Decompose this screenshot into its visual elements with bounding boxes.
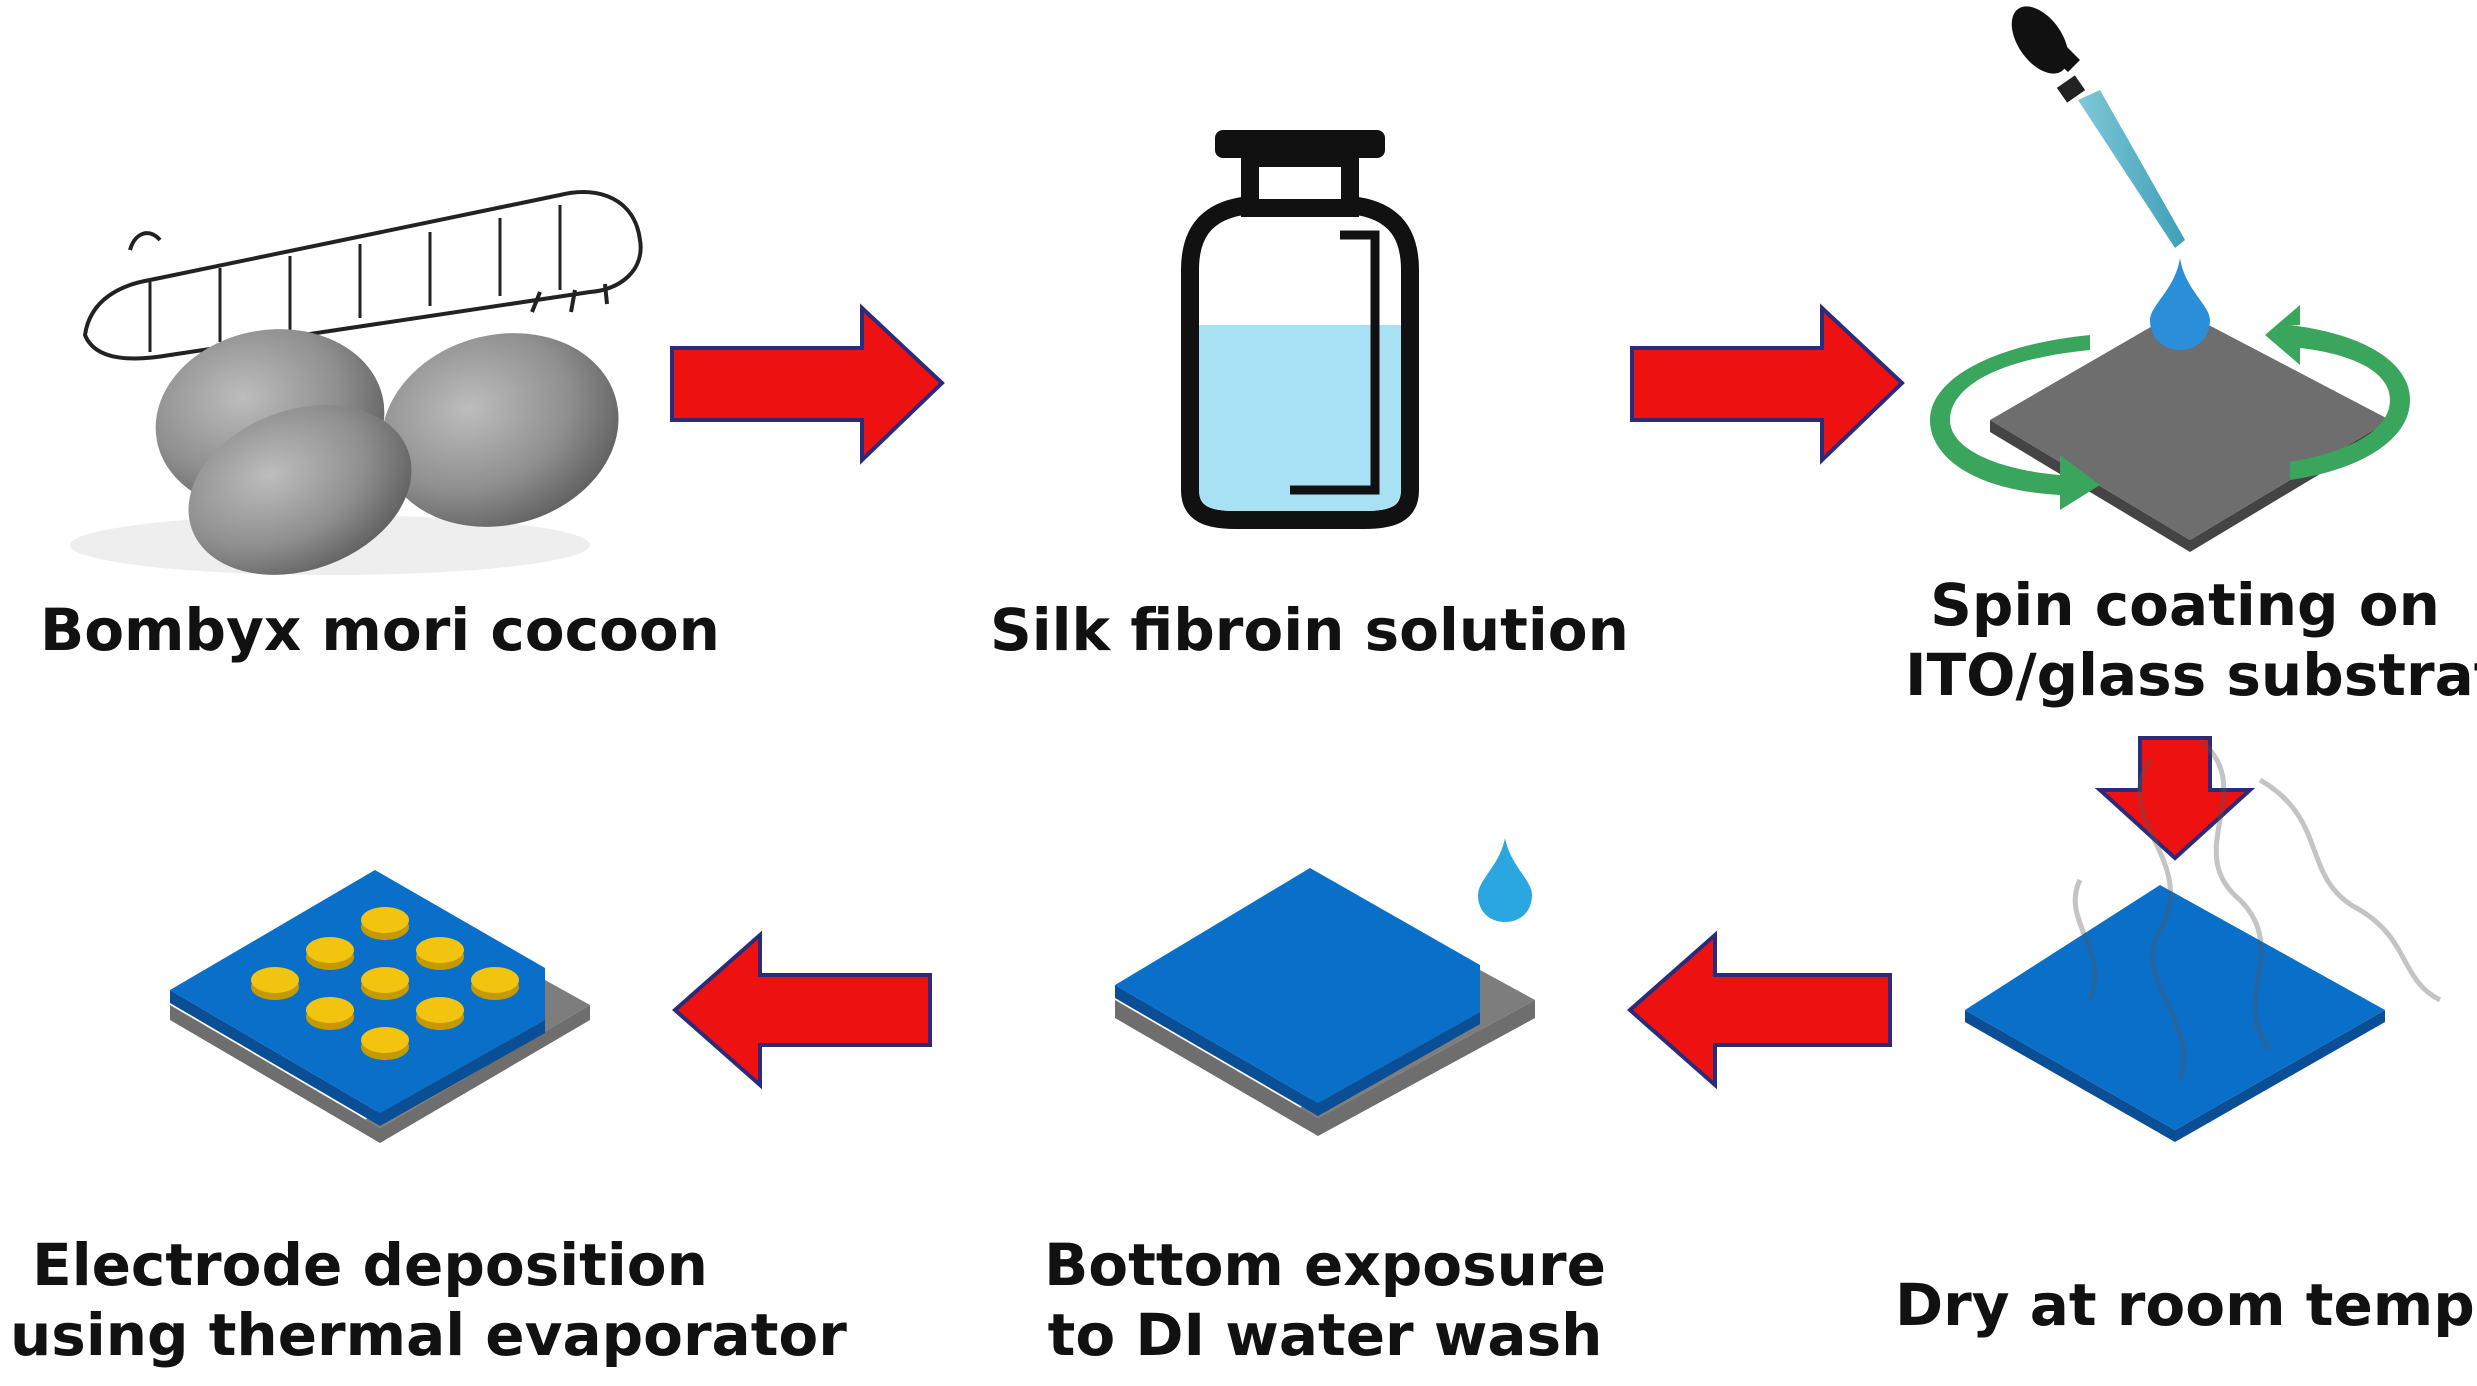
electrode-pad bbox=[361, 967, 409, 993]
arrow-left-1 bbox=[1626, 930, 1892, 1090]
label-wash: Bottom exposure to DI water wash bbox=[1015, 1230, 1635, 1370]
arrow-right-2 bbox=[1630, 303, 1905, 465]
spin-coating-illustration bbox=[1930, 6, 2410, 552]
label-spin: Spin coating on ITO/glass substrate bbox=[1905, 570, 2477, 710]
label-wash-line2: to DI water wash bbox=[1047, 1301, 1603, 1369]
label-spin-line1: Spin coating on bbox=[1930, 571, 2440, 639]
label-electrode-line1: Electrode deposition bbox=[32, 1231, 708, 1299]
label-electrode-line2: using thermal evaporator bbox=[10, 1301, 847, 1369]
cocoon-illustration bbox=[70, 190, 643, 575]
label-electrode: Electrode deposition using thermal evapo… bbox=[10, 1230, 847, 1370]
silkworm-icon bbox=[82, 190, 643, 361]
label-cocoon-line1: Bombyx mori cocoon bbox=[40, 596, 720, 664]
label-cocoon: Bombyx mori cocoon bbox=[40, 595, 720, 665]
water-drop-icon bbox=[1478, 838, 1532, 922]
electrode-pad bbox=[306, 997, 354, 1023]
electrode-pad bbox=[471, 967, 519, 993]
label-solution-line1: Silk fibroin solution bbox=[990, 596, 1629, 664]
smoke-icon bbox=[2072, 738, 2442, 1081]
electrode-pad bbox=[361, 907, 409, 933]
cocoon-shape-2 bbox=[381, 333, 619, 527]
electrode-pad bbox=[416, 997, 464, 1023]
label-wash-line1: Bottom exposure bbox=[1044, 1231, 1606, 1299]
solution-drop-icon bbox=[2150, 258, 2210, 350]
dropper-icon bbox=[2011, 6, 2185, 248]
electrode-illustration bbox=[170, 870, 590, 1143]
label-dry: Dry at room temp. bbox=[1895, 1270, 2477, 1340]
arrow-right-1 bbox=[670, 303, 945, 465]
electrode-pad bbox=[251, 967, 299, 993]
wash-illustration bbox=[1115, 838, 1535, 1136]
rotation-arrow-left bbox=[1930, 335, 2100, 510]
label-spin-line2: ITO/glass substrate bbox=[1905, 641, 2477, 709]
label-dry-line1: Dry at room temp. bbox=[1895, 1271, 2477, 1339]
electrode-pad bbox=[361, 1027, 409, 1053]
electrode-pad bbox=[416, 937, 464, 963]
bottle-icon bbox=[1181, 130, 1419, 529]
device-film-top bbox=[170, 870, 545, 1113]
substrate-top bbox=[1990, 310, 2390, 540]
arrow-left-2 bbox=[671, 930, 932, 1090]
cocoon-shape-3 bbox=[188, 405, 412, 575]
electrode-pad bbox=[306, 937, 354, 963]
label-solution: Silk fibroin solution bbox=[990, 595, 1629, 665]
electrode-dots bbox=[251, 907, 519, 1060]
rotation-arrow-right bbox=[2265, 305, 2410, 480]
arrow-down bbox=[2094, 736, 2256, 861]
dry-illustration bbox=[1965, 738, 2442, 1142]
dry-substrate-top bbox=[1965, 885, 2385, 1130]
wash-film-top bbox=[1115, 868, 1480, 1103]
